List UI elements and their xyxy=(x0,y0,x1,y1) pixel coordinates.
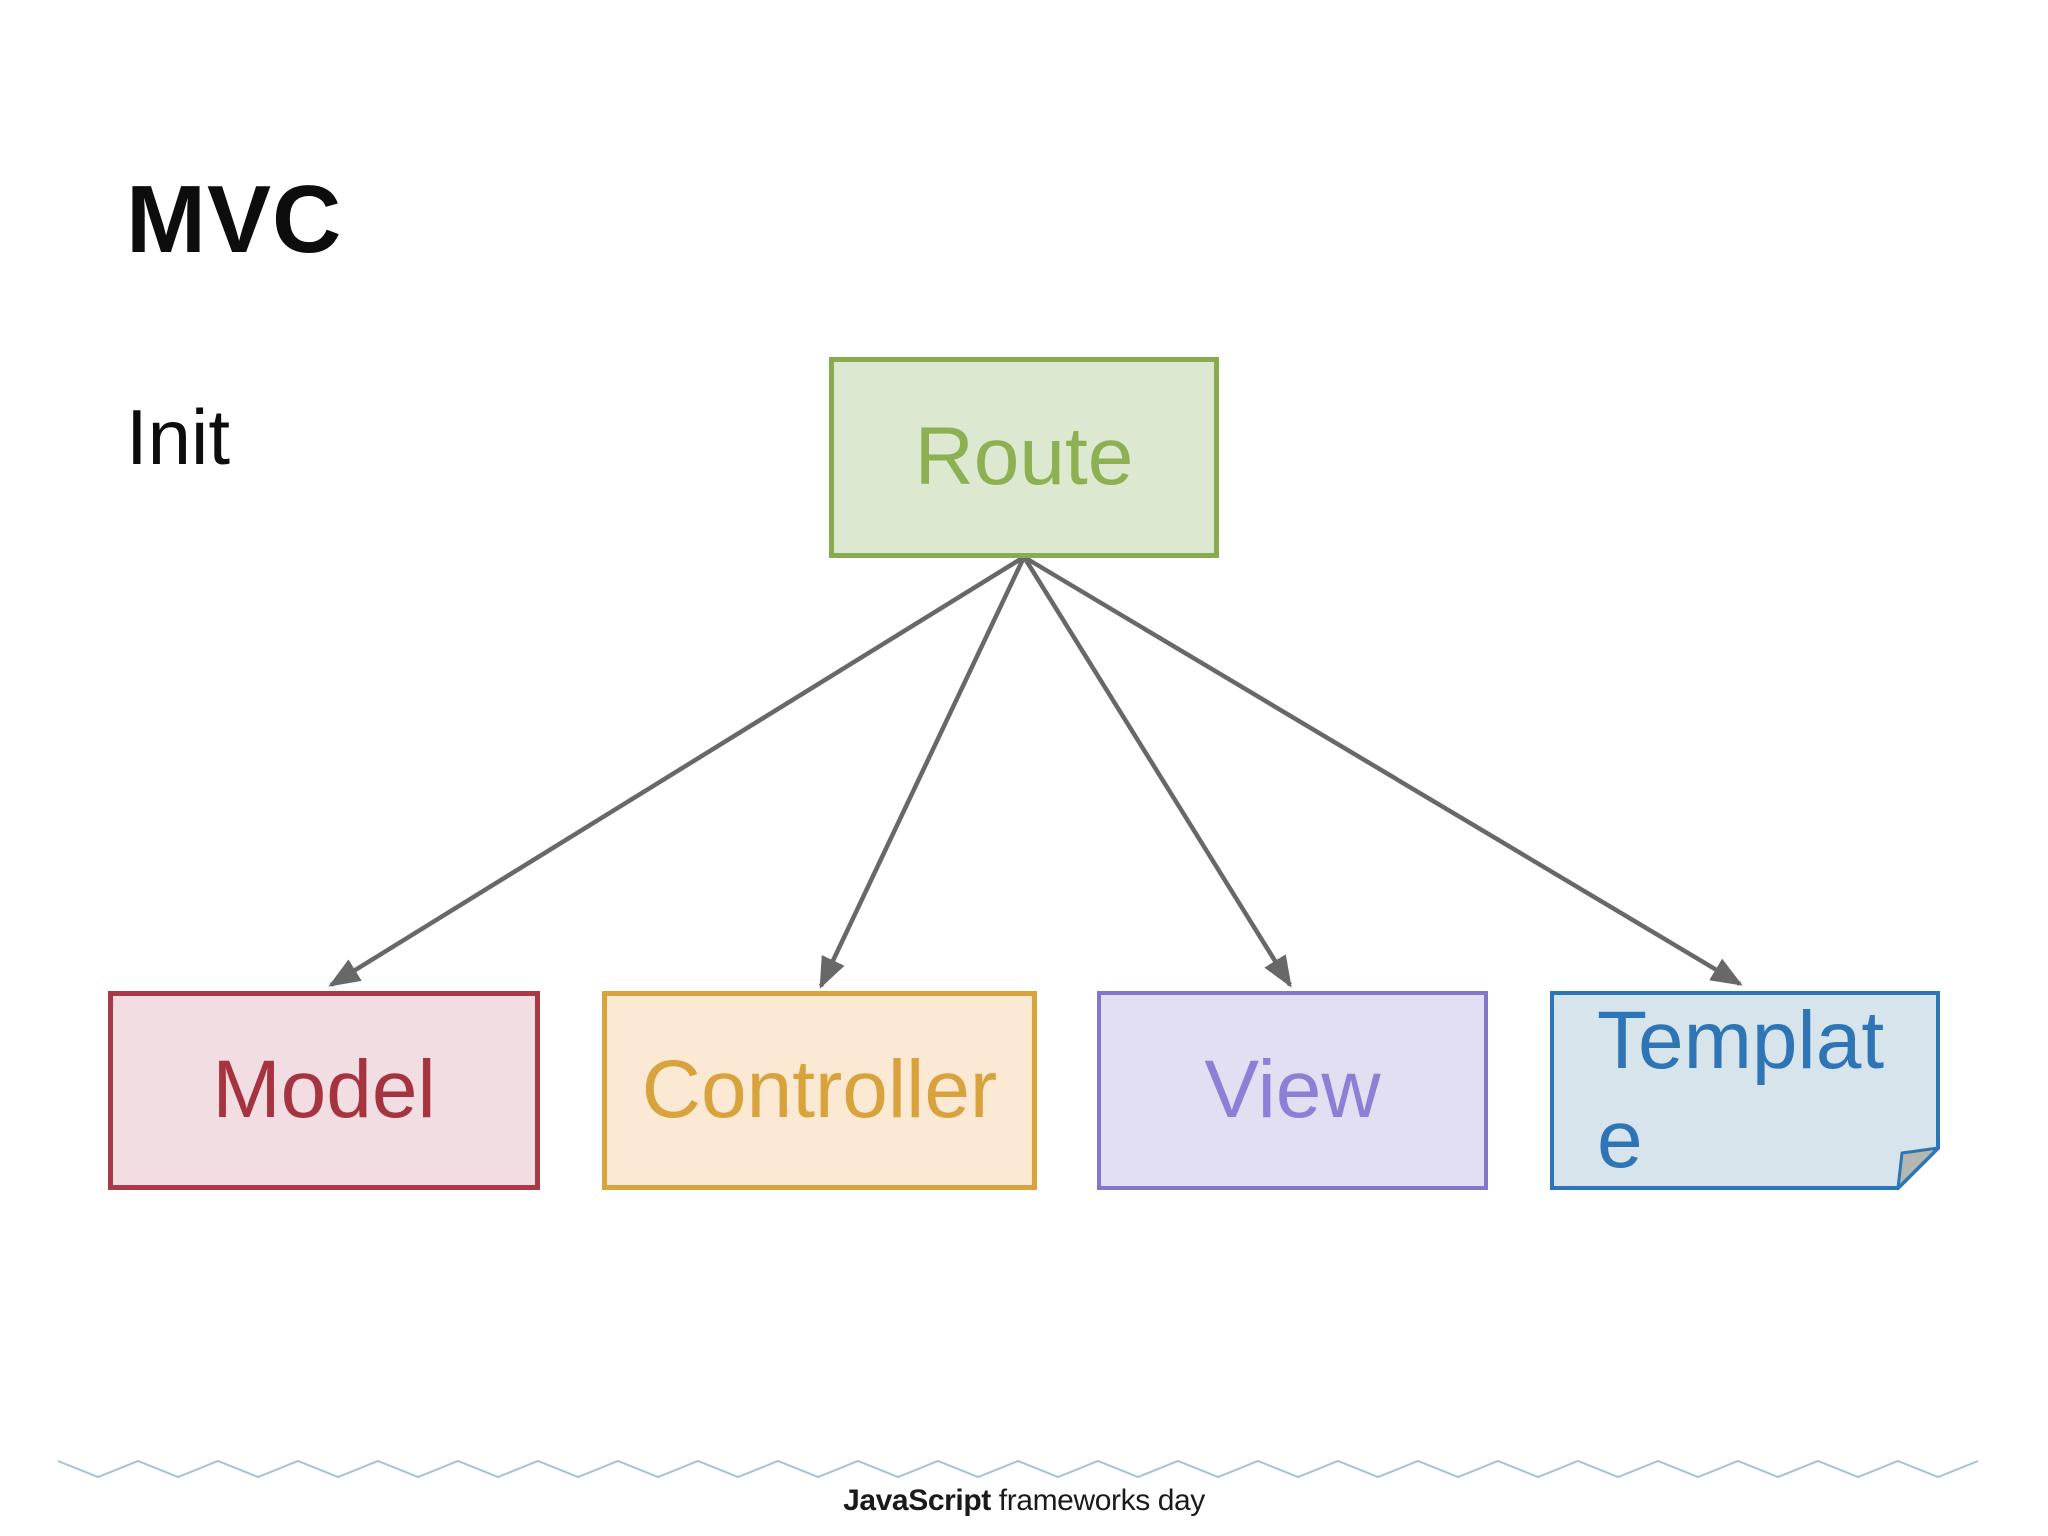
slide-subtitle: Init xyxy=(126,393,231,481)
diagram-node-route: Route xyxy=(829,357,1219,558)
footer-brand-regular: frameworks day xyxy=(990,1484,1206,1517)
diagram-node-model: Model xyxy=(108,991,540,1190)
footer-brand-bold: JavaScript xyxy=(843,1484,991,1517)
arrow-route-to-controller xyxy=(818,556,1027,989)
diagram-node-controller: Controller xyxy=(602,991,1037,1190)
diagram-node-view: View xyxy=(1097,991,1488,1190)
arrow-route-to-view xyxy=(1022,555,1292,988)
node-label-template: Template xyxy=(1597,995,1885,1185)
diagram-node-template: Template xyxy=(1550,991,1940,1190)
footer-divider-zigzag xyxy=(57,1459,1979,1479)
node-label-model: Model xyxy=(212,1044,436,1136)
slide-title: MVC xyxy=(126,166,343,273)
node-label-view: View xyxy=(1204,1044,1381,1136)
node-label-controller: Controller xyxy=(641,1044,998,1136)
folded-corner xyxy=(1896,1146,1940,1190)
footer-brand: JavaScript frameworks day xyxy=(0,1484,2048,1518)
folded-note-shape xyxy=(1550,991,1940,1190)
node-label-route: Route xyxy=(914,411,1134,503)
arrow-route-to-template xyxy=(1022,555,1743,986)
arrow-route-to-model xyxy=(328,555,1026,987)
